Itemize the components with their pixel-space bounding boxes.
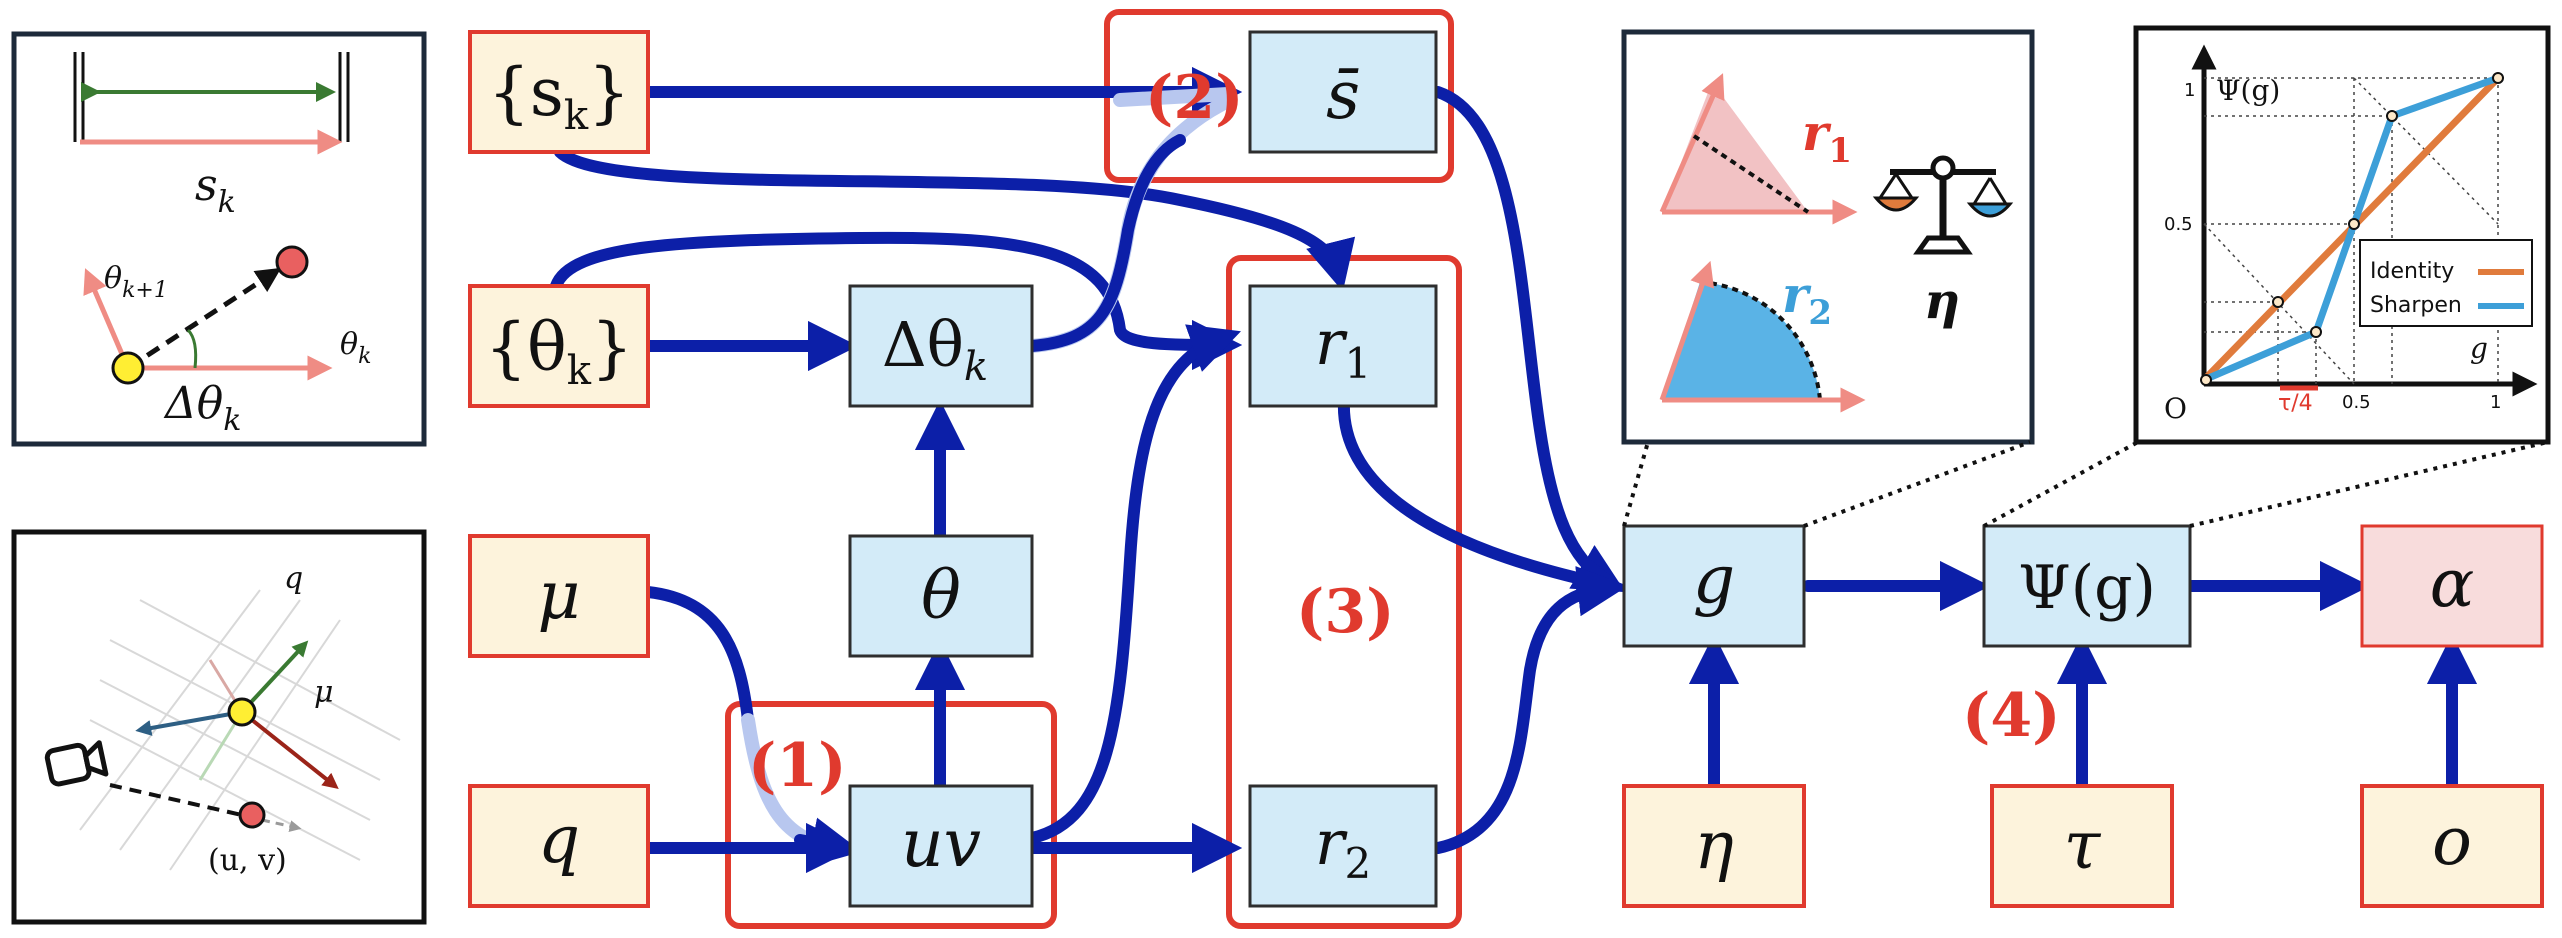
- node-psi-g: Ψ(g): [1982, 524, 2192, 648]
- inset-segment-length-label: sk: [195, 160, 236, 220]
- svg-text:{θk}: {θk}: [485, 309, 633, 394]
- svg-text:o: o: [2432, 803, 2472, 880]
- svg-text:α: α: [2430, 545, 2475, 622]
- segment-start-point: [111, 351, 145, 385]
- plot-tick-y-1: 1: [2184, 80, 2195, 101]
- step2-label: (2): [1145, 63, 1244, 133]
- inset-ratio-eta: η: [1924, 271, 1960, 330]
- svg-text:g: g: [1693, 541, 1735, 618]
- inset-projection-q-label: q: [284, 561, 303, 596]
- plot-x-label: g: [2470, 332, 2488, 365]
- node-r2: r2: [1248, 784, 1438, 908]
- inset-delta-theta-label: Δθk: [163, 378, 241, 438]
- inset-ratio: r1 r2 η: [1621, 29, 2035, 445]
- inset-projection-uv-label: (u, v): [208, 843, 287, 878]
- legend-identity-label: Identity: [2370, 259, 2454, 284]
- balance-scale-icon: [1872, 155, 2014, 255]
- plot-tick-x-1: 1: [2490, 392, 2501, 413]
- inset-projection: q μ (u, v): [11, 529, 427, 925]
- node-theta-k: {θk}: [468, 284, 650, 408]
- legend-sharpen-label: Sharpen: [2370, 293, 2462, 318]
- svg-text:q: q: [538, 801, 580, 878]
- inset-psi-plot: Ψ(g) 1 0.5 O τ/4 0.5 1 g Identity Sharpe…: [2133, 25, 2551, 445]
- node-s-k: {sk}: [468, 30, 650, 154]
- zoom-connectors: [1622, 440, 2549, 528]
- flow-arrows: [550, 66, 2478, 874]
- plot-y-label: Ψ(g): [2216, 74, 2280, 107]
- node-o: o: [2360, 784, 2544, 908]
- inset-projection-mu-label: μ: [314, 675, 334, 710]
- node-r1: r1: [1248, 284, 1438, 408]
- node-eta: η: [1622, 784, 1806, 908]
- svg-text:s̄: s̄: [1326, 57, 1360, 134]
- svg-text:θ: θ: [921, 557, 961, 634]
- svg-text:η: η: [1694, 807, 1734, 884]
- plot-tick-y-05: 0.5: [2164, 214, 2193, 235]
- svg-text:r2: r2: [1315, 806, 1371, 888]
- inset-theta-k-label: θk: [340, 327, 371, 369]
- svg-text:r1: r1: [1315, 306, 1371, 388]
- inset-ratio-r1: r1: [1802, 103, 1852, 171]
- svg-text:uv: uv: [901, 805, 981, 882]
- node-tau: τ: [1990, 784, 2174, 908]
- node-mu: μ: [468, 534, 650, 658]
- segment-end-point: [275, 245, 309, 279]
- camera-icon: [44, 740, 109, 787]
- node-theta: θ: [848, 534, 1034, 658]
- svg-text:μ: μ: [538, 557, 581, 634]
- node-alpha: α: [2360, 524, 2544, 648]
- inset-theta-k1-label: θk+1: [104, 261, 168, 303]
- svg-text:{sk}: {sk}: [488, 54, 630, 139]
- plot-legend: Identity Sharpen: [2359, 239, 2533, 327]
- node-s-bar: s̄: [1248, 30, 1438, 154]
- svg-text:Ψ(g): Ψ(g): [2018, 553, 2156, 623]
- step3-label: (3): [1296, 577, 1395, 647]
- step4-label: (4): [1962, 681, 2061, 751]
- plot-tick-x-05: 0.5: [2342, 392, 2371, 413]
- plot-origin-label: O: [2164, 392, 2187, 425]
- step1-label: (1): [748, 731, 847, 801]
- step1-highlight: [725, 701, 1057, 929]
- node-g: g: [1622, 524, 1806, 648]
- node-uv: uv: [848, 784, 1034, 908]
- svg-text:Δθk: Δθk: [882, 308, 988, 390]
- inset-ratio-r2: r2: [1782, 265, 1832, 333]
- node-q: q: [468, 784, 650, 908]
- svg-text:τ: τ: [2064, 807, 2102, 884]
- plot-tau-label: τ/4: [2278, 391, 2313, 416]
- node-delta-theta-k: Δθk: [848, 284, 1034, 408]
- inset-segment-geometry: sk θk+1 θk Δθk: [11, 31, 427, 447]
